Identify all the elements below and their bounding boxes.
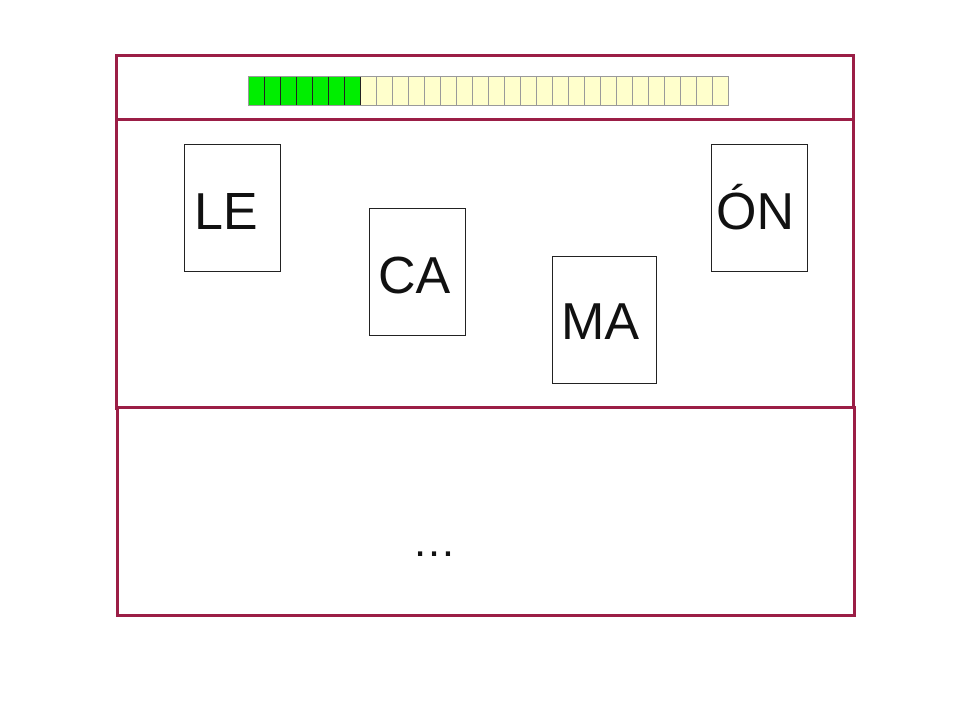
- progress-segment-remaining: [633, 77, 649, 105]
- progress-segment-remaining: [441, 77, 457, 105]
- progress-segment-remaining: [713, 77, 729, 105]
- progress-segment-remaining: [377, 77, 393, 105]
- progress-segment-complete: [249, 77, 265, 105]
- progress-segment-remaining: [537, 77, 553, 105]
- progress-segment-remaining: [473, 77, 489, 105]
- progress-segment-complete: [281, 77, 297, 105]
- progress-segment-complete: [313, 77, 329, 105]
- progress-segment-remaining: [393, 77, 409, 105]
- progress-segment-remaining: [489, 77, 505, 105]
- progress-segment-remaining: [617, 77, 633, 105]
- progress-segment-remaining: [409, 77, 425, 105]
- progress-divider: [115, 118, 855, 121]
- progress-segment-remaining: [681, 77, 697, 105]
- syllable-label-le: LE: [194, 183, 258, 241]
- progress-segment-remaining: [457, 77, 473, 105]
- progress-segment-remaining: [649, 77, 665, 105]
- syllable-label-on: ÓN: [716, 183, 794, 241]
- syllable-label-ca: CA: [378, 247, 451, 305]
- progress-segment-remaining: [697, 77, 713, 105]
- answer-placeholder: …: [412, 517, 458, 566]
- progress-segment-remaining: [569, 77, 585, 105]
- syllable-card-on[interactable]: [711, 144, 808, 272]
- progress-segment-complete: [265, 77, 281, 105]
- progress-segment-remaining: [601, 77, 617, 105]
- progress-segment-remaining: [425, 77, 441, 105]
- progress-segment-remaining: [361, 77, 377, 105]
- syllable-card-le[interactable]: [184, 144, 281, 272]
- progress-segment-remaining: [585, 77, 601, 105]
- progress-segment-complete: [345, 77, 361, 105]
- answer-area: [116, 406, 856, 617]
- syllable-card-ma[interactable]: [552, 256, 657, 384]
- progress-segment-complete: [329, 77, 345, 105]
- syllable-label-ma: MA: [561, 293, 639, 351]
- progress-bar: [248, 76, 729, 106]
- progress-segment-remaining: [521, 77, 537, 105]
- progress-segment-remaining: [553, 77, 569, 105]
- progress-segment-remaining: [505, 77, 521, 105]
- progress-segment-remaining: [665, 77, 681, 105]
- progress-segment-complete: [297, 77, 313, 105]
- syllable-card-ca[interactable]: [369, 208, 466, 336]
